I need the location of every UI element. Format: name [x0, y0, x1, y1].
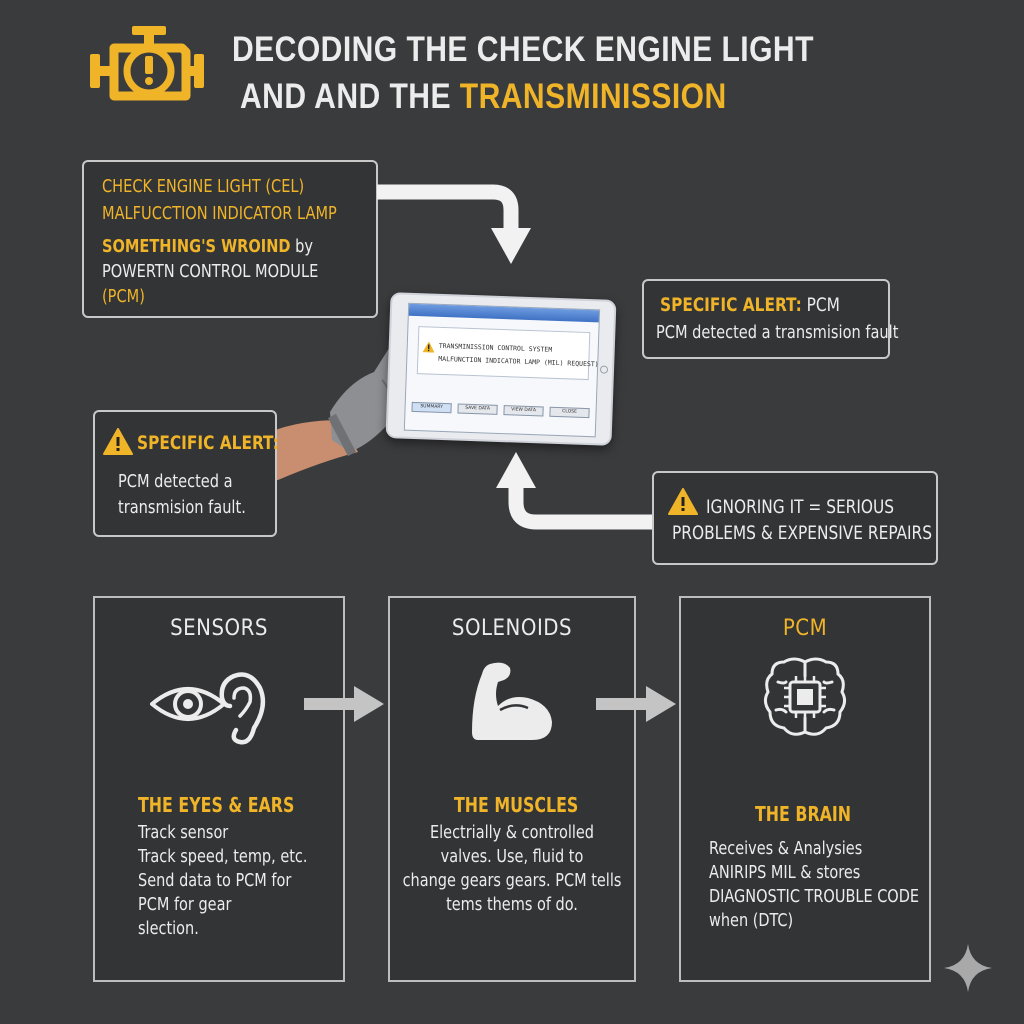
sensors-description: Track sensor Track speed, temp, etc. Sen…	[138, 821, 322, 941]
warning-line-1: IGNORING IT = SERIOUS	[706, 496, 895, 518]
pcm-subtitle: THE BRAIN	[755, 802, 852, 826]
solenoids-description: Electrially & controlled valves. Use, fl…	[388, 821, 636, 917]
solenoids-body-line: change gears gears. PCM tells	[402, 871, 622, 891]
pcm-body-line: Receives & Analysies	[709, 839, 863, 859]
ignoring-warning-box	[652, 471, 938, 565]
page-title-highlight: TRANSMINISSION	[459, 77, 727, 116]
eye-ear-icon	[150, 672, 266, 745]
arrow-right-icon	[596, 686, 676, 722]
solenoids-body-line: valves. Use, fluid to	[440, 847, 584, 867]
cel-info-box	[82, 160, 378, 318]
solenoids-title: SOLENOIDS	[451, 616, 573, 641]
pcm-body-line: when (DTC)	[709, 911, 794, 931]
arrow-down-icon	[377, 184, 531, 264]
arrow-right-icon	[304, 686, 384, 722]
warning-icon	[668, 488, 698, 515]
sensors-body-line: Track sensor	[138, 823, 229, 843]
brain-chip-icon	[763, 657, 847, 736]
dialog-line-2: MALFUNCTION INDICATOR LAMP (MIL) REQUEST…	[438, 354, 599, 369]
cel-line-5: (PCM)	[102, 286, 145, 307]
tablet-close-button[interactable]: CLOSE	[549, 406, 590, 419]
dialog-box: TRANSMINISSION CONTROL SYSTEM MALFUNCTIO…	[416, 326, 599, 381]
page-title-line2: AND AND THE TRANSMINISSION	[240, 77, 727, 117]
sensors-body-line: slection.	[138, 919, 199, 939]
cel-line-2: MALFUCCTION INDICATOR LAMP	[102, 203, 337, 224]
page-title-prefix: AND AND THE	[240, 77, 460, 116]
alert-left-body-1: PCM detected a	[118, 471, 233, 492]
specific-alert-box-right	[642, 279, 890, 359]
flexed-arm-icon	[472, 662, 552, 740]
warning-line-2: PROBLEMS & EXPENSIVE REPAIRS	[672, 522, 933, 544]
warning-icon	[103, 428, 133, 455]
cel-line-4: POWERTN CONTROL MODULE	[102, 261, 319, 282]
sensors-panel: SENSORS	[93, 596, 345, 982]
pcm-description: Receives & Analysies ANIRIPS MIL & store…	[709, 837, 937, 933]
cel-line-3: SOMETHING'S WROIND by	[102, 234, 313, 260]
tablet-summary-button[interactable]: SUMMARY	[411, 401, 452, 414]
tablet-view-data-button[interactable]: VIEW DATA	[503, 405, 544, 417]
sensors-subtitle: THE EYES & EARS	[138, 793, 295, 817]
alert-left-title: SPECIFIC ALERT:	[137, 432, 279, 454]
alert-left-body-2: transmision fault.	[118, 497, 246, 518]
warning-icon	[422, 341, 435, 353]
solenoids-panel: SOLENOIDS	[388, 596, 636, 982]
check-engine-icon	[90, 26, 204, 101]
alert-right-title: SPECIFIC ALERT: PCM	[660, 292, 840, 318]
cel-line-3-highlight: SOMETHING'S WROIND	[102, 236, 291, 257]
solenoids-subtitle: THE MUSCLES	[454, 793, 579, 817]
alert-right-title-suffix: PCM	[801, 294, 840, 316]
sensors-body-line: Track speed, temp, etc.	[138, 847, 308, 867]
tablet-screen: TRANSMINISSION CONTROL SYSTEM MALFUNCTIO…	[403, 302, 601, 438]
dialog-line-1: TRANSMINISSION CONTROL SYSTEM	[438, 341, 553, 354]
solenoids-body-line: Electrially & controlled	[429, 823, 594, 843]
alert-right-body: PCM detected a transmision fault	[656, 322, 899, 343]
solenoids-body-line: tems thems of do.	[446, 895, 578, 915]
cel-line-3-suffix: by	[290, 236, 314, 257]
specific-alert-box-left	[93, 410, 277, 537]
pcm-body-line: DIAGNOSTIC TROUBLE CODE	[709, 887, 920, 907]
dialog-title-bar	[408, 303, 600, 323]
sensors-body-line: PCM for gear	[138, 895, 232, 915]
page-title-line1: DECODING THE CHECK ENGINE LIGHT	[232, 30, 814, 69]
tablet-home-button[interactable]	[599, 365, 609, 374]
alert-right-title-label: SPECIFIC ALERT:	[660, 294, 802, 316]
cel-line-1: CHECK ENGINE LIGHT (CEL)	[102, 176, 305, 197]
diagnostic-tablet: TRANSMINISSION CONTROL SYSTEM MALFUNCTIO…	[385, 292, 617, 446]
sensors-title: SENSORS	[170, 616, 268, 641]
tablet-save-data-button[interactable]: SAVE DATA	[457, 403, 498, 415]
pcm-body-line: ANIRIPS MIL & stores	[709, 863, 861, 883]
arrow-up-icon	[496, 452, 656, 530]
sparkle-icon	[944, 944, 992, 992]
sensors-body-line: Send data to PCM for	[138, 871, 292, 891]
pcm-title: PCM	[782, 616, 828, 641]
